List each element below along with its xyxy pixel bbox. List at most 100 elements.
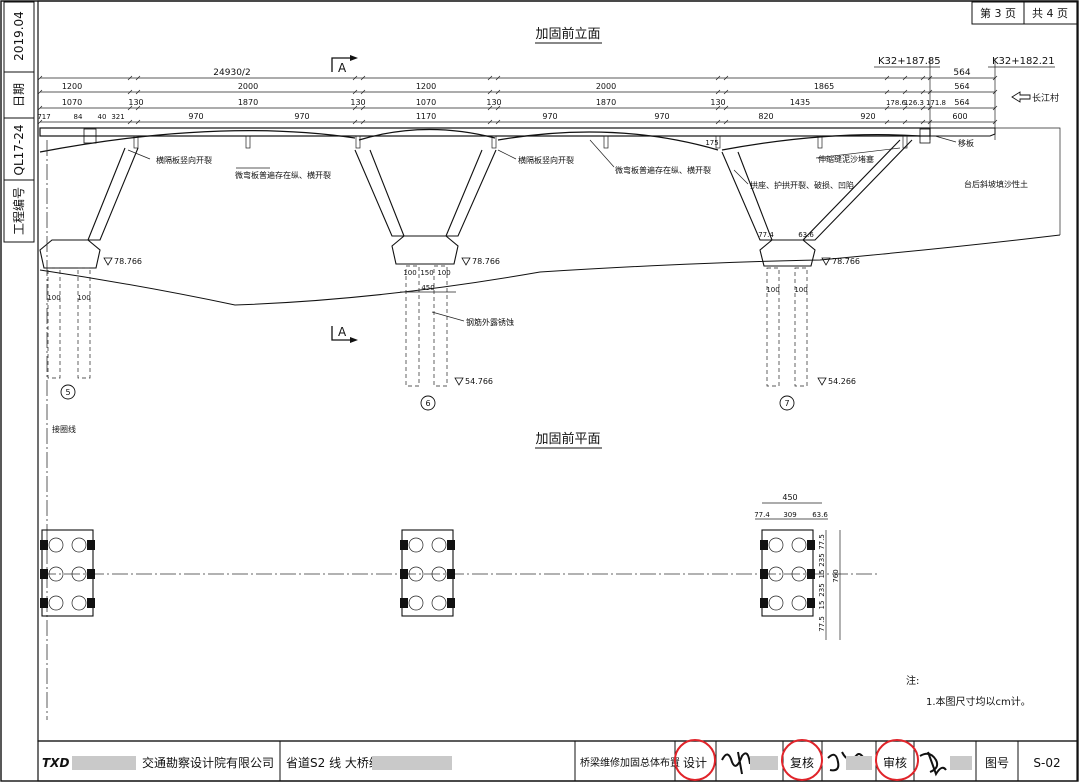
dim-tick [487, 119, 493, 125]
svg-text:横隔板竖向开裂: 横隔板竖向开裂 [518, 155, 574, 165]
dim-tick [715, 89, 721, 95]
svg-text:175: 175 [705, 139, 718, 147]
drawing-title: 桥梁维修加固总体布置 [580, 756, 680, 769]
dim-tick [920, 89, 926, 95]
plan-pile [431, 537, 447, 553]
plan-pile [71, 537, 87, 553]
svg-text:63.6: 63.6 [798, 231, 814, 239]
plan-anchor [760, 540, 768, 550]
plan-pile [431, 566, 447, 582]
dim-tick [487, 75, 493, 81]
plan-anchor [87, 569, 95, 579]
dim-tick [927, 89, 933, 95]
svg-text:126.3: 126.3 [904, 99, 924, 107]
deck-post [603, 135, 609, 149]
svg-text:970: 970 [294, 112, 309, 121]
plan-pile [791, 566, 807, 582]
piles [47, 265, 808, 387]
station-2: K32+182.21 [992, 56, 1055, 67]
dim-tick [927, 105, 933, 111]
svg-text:130: 130 [486, 98, 501, 107]
deck-post [491, 135, 497, 149]
svg-text:拱座、护拱开裂、破损、凹陷: 拱座、护拱开裂、破损、凹陷 [750, 180, 854, 190]
svg-text:54.766: 54.766 [465, 377, 493, 386]
svg-text:1870: 1870 [596, 98, 616, 107]
dim-tick [135, 119, 141, 125]
page-current: 第 3 页 [980, 6, 1016, 20]
dim-tick [902, 119, 908, 125]
dim-tick [127, 75, 133, 81]
dim-tick [902, 89, 908, 95]
svg-text:970: 970 [188, 112, 203, 121]
dim-tick [992, 105, 998, 111]
deck-post [715, 135, 721, 149]
dim-tick [992, 89, 998, 95]
dim-tick [495, 119, 501, 125]
dim-tick [37, 119, 43, 125]
svg-text:600: 600 [952, 112, 967, 121]
svg-text:100: 100 [794, 286, 807, 294]
dim-tick [723, 75, 729, 81]
svg-text:150: 150 [420, 269, 433, 277]
svg-text:450: 450 [782, 493, 797, 502]
svg-text:78.766: 78.766 [472, 257, 500, 266]
plan-anchor [400, 540, 408, 550]
svg-text:235: 235 [818, 553, 826, 566]
svg-text:100: 100 [403, 269, 416, 277]
deck-post [245, 135, 251, 149]
dim-tick [352, 105, 358, 111]
company-name: 交通勘察设计院有限公司 [142, 755, 274, 770]
svg-text:1870: 1870 [238, 98, 258, 107]
dim-tick [127, 119, 133, 125]
notes: 注: 1.本图尺寸均以cm计。 [906, 674, 1031, 708]
page-total: 共 4 页 [1032, 7, 1068, 20]
dim-tick [360, 75, 366, 81]
plan-pile [71, 566, 87, 582]
svg-text:77.4: 77.4 [754, 511, 770, 519]
dim-row-1: 1200 2000 1200 2000 1865 564 [62, 82, 970, 91]
village-direction: 长江村 [1011, 91, 1059, 104]
dim-tick [992, 75, 998, 81]
plan-dims: 450 77.4 309 63.6 77.5 235 15 235 15 77.… [754, 493, 841, 640]
svg-text:100: 100 [77, 294, 90, 302]
dim-row-3: 717 84 40 321 970 970 1170 970 970 820 9… [37, 112, 967, 121]
plan-anchor [400, 569, 408, 579]
plan-pile [791, 537, 807, 553]
notes-label: 注: [906, 674, 919, 687]
dim-tick [884, 75, 890, 81]
svg-text:564: 564 [954, 98, 969, 107]
svg-text:A: A [338, 325, 347, 339]
dim-tick [495, 105, 501, 111]
svg-text:77.4: 77.4 [758, 231, 774, 239]
dim-tick [37, 105, 43, 111]
plan-pile [768, 566, 784, 582]
check-label: 复核 [790, 756, 814, 770]
dimension-ticks [37, 75, 998, 125]
dim-tick [135, 89, 141, 95]
svg-text:接圈线: 接圈线 [52, 424, 76, 434]
dim-tick [127, 105, 133, 111]
plan-anchor [87, 540, 95, 550]
plan-anchor [447, 569, 455, 579]
svg-text:1200: 1200 [62, 82, 82, 91]
dim-abutment: 564 [953, 68, 970, 78]
pier-dims: 100 100 100 150 100 450 100 100 77.4 63.… [47, 139, 814, 302]
side-project-no: QL17-24 [12, 125, 26, 176]
deck-post [355, 135, 361, 149]
svg-text:6: 6 [425, 399, 430, 408]
svg-text:130: 130 [710, 98, 725, 107]
highlight-circle-design [674, 739, 716, 781]
dim-row-2: 1070 130 1870 130 1070 130 1870 130 1435… [62, 98, 970, 107]
svg-text:15: 15 [818, 570, 826, 579]
dim-half-span: 24930/2 [213, 68, 250, 78]
section-mark-top: A [331, 55, 358, 75]
dim-tick [715, 105, 721, 111]
svg-text:微弯板普遍存在纵、横开裂: 微弯板普遍存在纵、横开裂 [615, 165, 711, 175]
drawing-no-label: 图号 [985, 756, 1009, 770]
note-1: 1.本图尺寸均以cm计。 [926, 695, 1031, 708]
plan-anchor [807, 540, 815, 550]
dim-tick [360, 119, 366, 125]
plan-pile [71, 595, 87, 611]
side-stamp: 2019.04 日期 QL17-24 工程编号 [3, 1, 35, 243]
dim-tick [723, 105, 729, 111]
